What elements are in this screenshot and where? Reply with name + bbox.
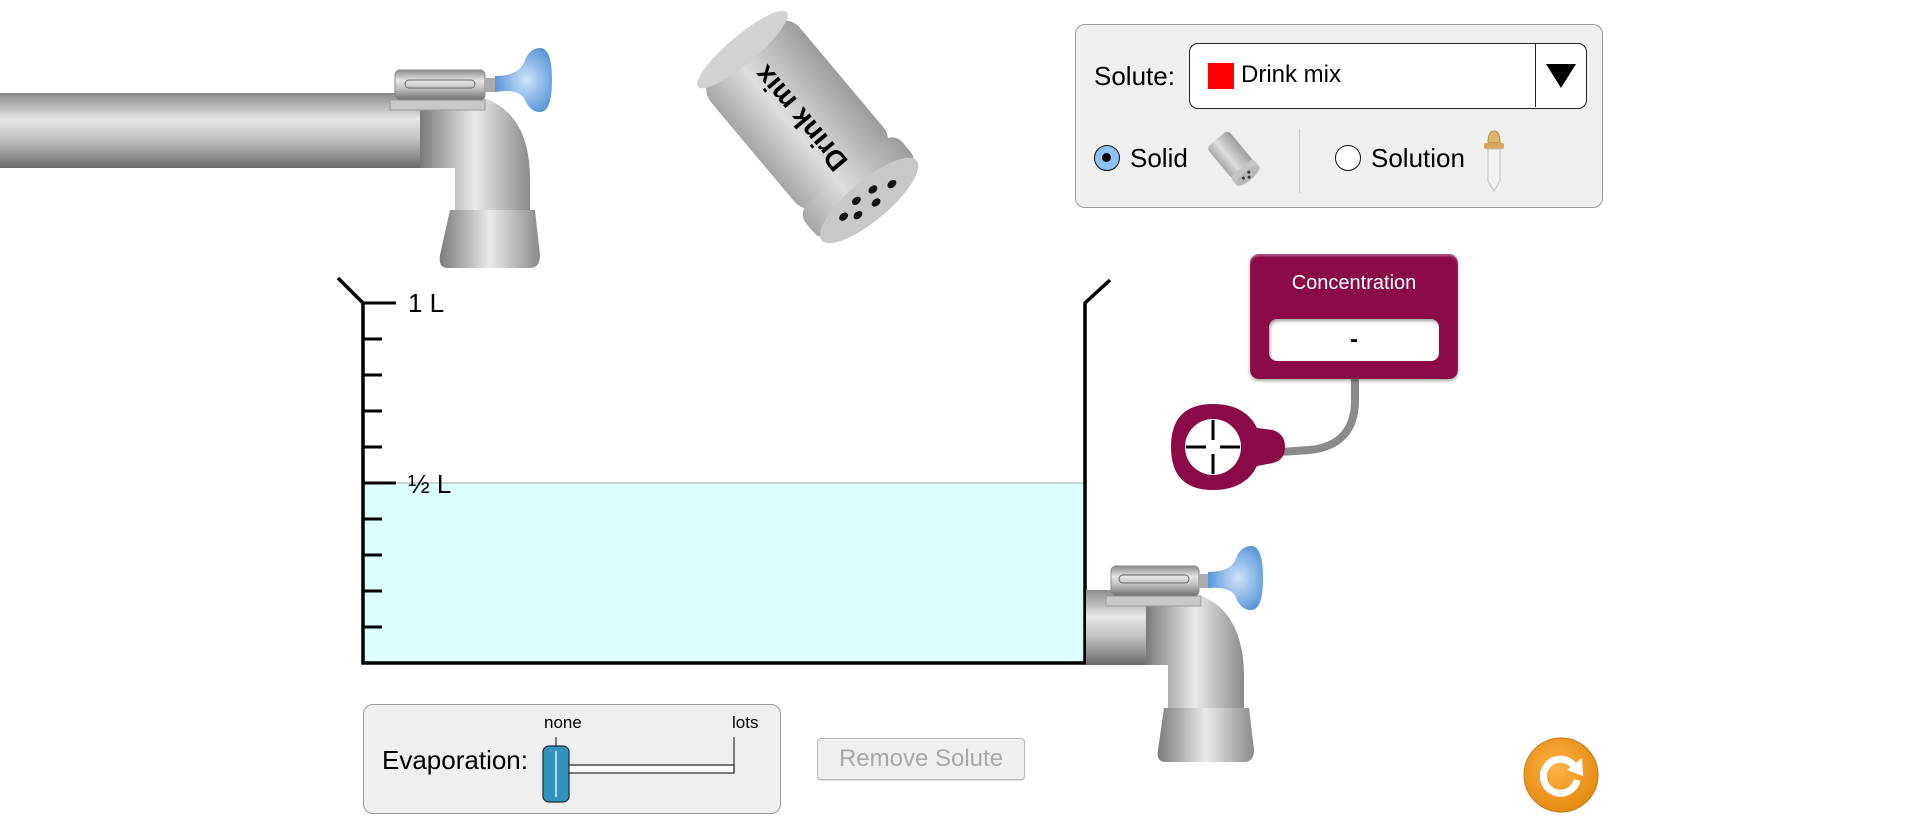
meter-title: Concentration (1291, 272, 1417, 294)
beaker-mark-half-l: ½ L (408, 469, 452, 499)
meter-readout: - (1269, 319, 1439, 361)
solute-color-swatch (1208, 63, 1234, 89)
beaker-outline (336, 276, 1112, 665)
solute-combo-box[interactable]: Drink mix (1189, 43, 1587, 109)
radio-solid[interactable] (1094, 145, 1120, 171)
shaker-cap-holes (819, 157, 919, 244)
radio-solution-label[interactable]: Solution (1371, 143, 1465, 173)
panel-separator (1299, 129, 1300, 193)
drain-nozzle (1157, 708, 1254, 762)
beaker-solution (364, 483, 1085, 663)
solute-label: Solute: (1094, 61, 1175, 91)
beaker (336, 276, 1112, 665)
water-input-faucet[interactable] (0, 40, 560, 275)
faucet-knob-icon[interactable] (495, 48, 552, 112)
dropdown-arrow-icon[interactable] (1546, 64, 1576, 88)
radio-solution[interactable] (1335, 145, 1361, 171)
crosshair-icon (1186, 420, 1240, 474)
faucet-nozzle (439, 210, 540, 268)
evaporation-label: Evaporation: (382, 745, 528, 775)
dropper-icon (1484, 130, 1504, 192)
drain-elbow (1146, 590, 1244, 718)
solute-control-panel: Solute: Drink mix Solid Solution (1075, 24, 1603, 208)
remove-solute-button[interactable]: Remove Solute (817, 738, 1025, 780)
concentration-probe[interactable] (1165, 400, 1285, 495)
meter-probe-cable (1249, 378, 1359, 458)
concentration-meter-body[interactable]: Concentration - (1250, 254, 1458, 379)
evaporation-control-panel: Evaporation: none lots (363, 704, 781, 814)
radio-solid-label[interactable]: Solid (1130, 143, 1188, 173)
drain-faucet[interactable] (1086, 538, 1286, 768)
evaporation-slider[interactable] (534, 735, 754, 815)
faucet-elbow (420, 93, 530, 220)
drain-handle-housing (1110, 565, 1200, 597)
shaker-body (706, 20, 889, 209)
combo-divider (1535, 44, 1536, 107)
faucet-handle-housing (394, 69, 486, 101)
shaker-icon (1208, 131, 1260, 186)
evaporation-max-label: lots (732, 713, 759, 732)
beaker-tick-marks (363, 301, 396, 629)
beaker-mark-1l: 1 L (408, 288, 445, 318)
drain-knob-icon[interactable] (1208, 546, 1263, 610)
slider-track[interactable] (555, 764, 735, 774)
evaporation-min-label: none (544, 713, 582, 732)
slider-thumb[interactable] (542, 745, 570, 803)
reset-icon (1539, 755, 1583, 797)
solute-selected-value: Drink mix (1241, 61, 1341, 88)
drink-mix-shaker[interactable]: Drink mix (680, 5, 940, 255)
reset-button[interactable] (1522, 736, 1600, 814)
